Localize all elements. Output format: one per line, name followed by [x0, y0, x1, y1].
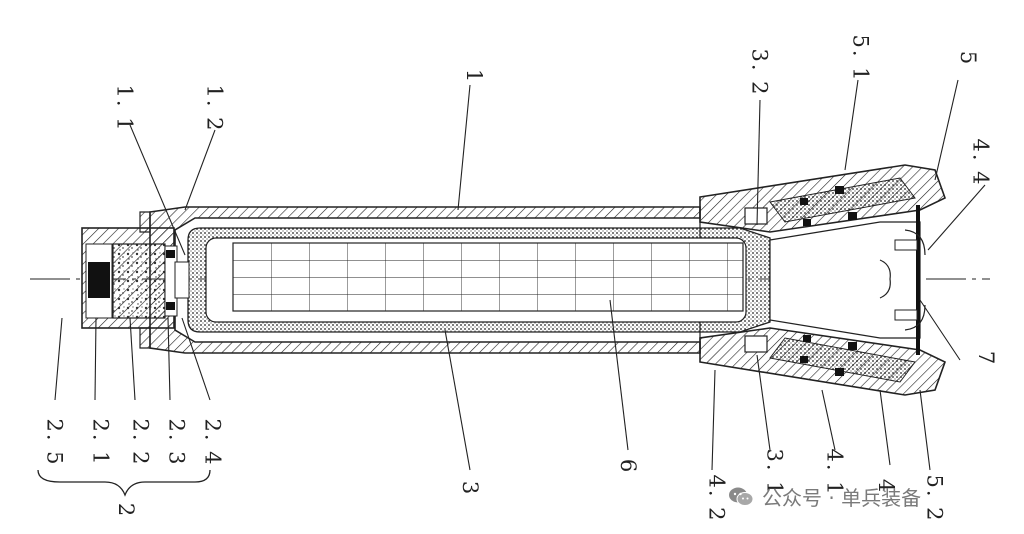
label-7: 7 — [974, 350, 999, 367]
label-3-2: 3. 2 — [747, 48, 772, 97]
label-4-2: 4. 2 — [704, 474, 729, 523]
label-6: 6 — [616, 458, 641, 475]
label-5-2: 5. 2 — [922, 474, 947, 523]
label-2-4: 2. 4 — [200, 418, 225, 467]
group-brace — [37, 469, 211, 497]
flare-nozzle — [744, 205, 926, 355]
label-5-1: 5. 1 — [848, 34, 873, 83]
shoulder — [139, 211, 151, 349]
wechat-icon — [728, 486, 754, 508]
label-2-3: 2. 3 — [164, 418, 189, 467]
label-1: 1 — [462, 68, 487, 85]
label-5: 5 — [956, 50, 981, 67]
label-2-5: 2. 5 — [42, 418, 67, 467]
left-cap-assembly — [81, 227, 190, 329]
label-1-1: 1. 1 — [112, 84, 137, 133]
label-1-2: 1. 2 — [202, 84, 227, 133]
grid-core — [232, 242, 744, 312]
watermark-text: 公众号 · 单兵装备 — [762, 486, 922, 510]
label-3: 3 — [458, 480, 483, 497]
leader-lines — [54, 79, 986, 471]
watermark: 公众号 · 单兵装备 — [728, 482, 921, 511]
label-2: 2 — [114, 502, 139, 519]
label-2-1: 2. 1 — [88, 418, 113, 467]
label-2-2: 2. 2 — [128, 418, 153, 467]
label-4-4: 4. 4 — [968, 138, 993, 187]
